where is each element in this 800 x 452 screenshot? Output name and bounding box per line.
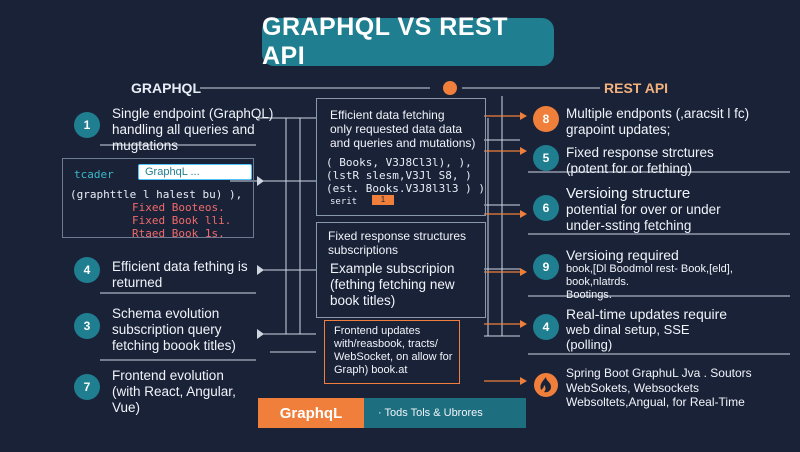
left-badge-1: 1 [74, 112, 100, 138]
spring-flame-icon [534, 373, 558, 397]
code-panel-line-3: Fixed Book lli. [132, 214, 232, 227]
right-item-1-line-1: Multiple endponts (,aracsit l fc) [566, 106, 750, 121]
right-item-4-line-4: Bootings. [566, 289, 612, 301]
right-item-6-line-1: Spring Boot GraphuL Jva . Soutors [566, 366, 752, 380]
center-low-line-2: with/reasbook, tracts/ [334, 338, 438, 350]
right-badge-5: 5 [533, 145, 559, 171]
center-mid-line-3: Example subscripion [330, 261, 455, 276]
graphql-pill: GraphqL [258, 398, 364, 428]
rest-header: REST API [604, 80, 669, 96]
right-badge-6: 6 [533, 195, 559, 221]
bottom-bar: GraphqL · Tods Tols & Ubrores [258, 398, 526, 428]
center-top-footer-tag: 1 [372, 195, 394, 205]
center-mid-line-5: book titles) [330, 293, 396, 308]
right-item-2-line-1: Fixed response strctures [566, 145, 714, 160]
left-badge-4: 4 [74, 257, 100, 283]
left-item-4-line-3: Vue) [112, 400, 141, 415]
left-item-4-line-1: Frontend evolution [112, 368, 224, 383]
left-item-3-line-3: fetching boook titles) [112, 338, 236, 353]
left-badge-3: 3 [74, 313, 100, 339]
center-top-line-2: only requested data data [330, 122, 463, 136]
center-low-line-3: WebSocket, on allow for [334, 351, 453, 363]
page-title: GRAPHQL VS REST API [262, 13, 554, 70]
center-mid-line-4: (fething fetching new [330, 277, 455, 292]
graphql-input[interactable]: GraphqL ... [138, 164, 252, 180]
center-mid-box [316, 222, 486, 318]
graphql-header: GRAPHQL [131, 80, 201, 96]
right-item-3-line-1: Versioing structure [566, 185, 691, 202]
center-mid-line-2: subscriptions [328, 243, 399, 257]
right-badge-4: 4 [533, 314, 559, 340]
left-item-3-line-2: subscription query [112, 322, 222, 337]
center-top-line-1: Efficient data fetching [330, 108, 445, 122]
right-item-1-line-2: grapoint updates; [566, 122, 671, 137]
code-panel-line-1: (graphttle l halest bu) ), [70, 188, 243, 201]
right-badge-9: 9 [533, 254, 559, 280]
right-item-2-line-2: (potent for or fething) [566, 161, 693, 176]
center-mid-line-1: Fixed response structures [328, 229, 467, 243]
center-top-footer: serit [330, 197, 358, 207]
right-item-3-line-3: under-ssting fetching [566, 218, 692, 233]
left-item-1-line-2: handling all queries and [112, 122, 255, 137]
left-item-2-line-2: returned [112, 275, 163, 290]
left-item-4-line-2: (with React, Angular, [112, 384, 236, 399]
left-item-3-line-1: Schema evolution [112, 306, 220, 321]
code-panel-line-4: Rtaed Book 1s. [132, 227, 225, 240]
left-item-2-line-1: Efficient data fething is [112, 259, 248, 274]
tools-label: · Tods Tols & Ubrores [378, 407, 483, 419]
center-low-box [324, 320, 460, 384]
right-item-6-line-3: Websoltets,Angual, for Real-Time [566, 395, 745, 409]
right-item-5-line-2: web dinal setup, SSE [566, 322, 690, 337]
left-item-1-line-3: mugtations [112, 138, 179, 153]
left-badge-7: 7 [74, 374, 100, 400]
right-item-6-line-2: WebSokets, Websockets [566, 380, 699, 395]
right-badge-8: 8 [533, 106, 559, 132]
center-top-code-2: (lstR slesm,V3Jl S8, ) [326, 169, 472, 182]
right-item-5-line-3: (polling) [566, 337, 613, 352]
right-item-3-line-2: potential for over or under [566, 202, 721, 217]
center-top-code-3: (est. Books.V3J8l3l3 ) ) [326, 182, 485, 195]
code-panel-label: tcader [74, 168, 114, 181]
rest-header-dot [443, 81, 457, 95]
center-top-code-1: ( Books, V3J8Cl3l), ), [326, 156, 472, 169]
right-item-4-line-2: book,[Dl Boodmol rest- Book,[eld], [566, 263, 733, 275]
center-top-box [316, 98, 486, 216]
center-low-line-4: Graph) book.at [334, 364, 408, 376]
right-item-4-line-3: book,nlatrds. [566, 276, 629, 288]
code-panel-line-2: Fixed Booteos. [132, 201, 225, 214]
right-item-5-line-1: Real-time updates require [566, 306, 728, 322]
center-low-line-1: Frontend updates [334, 325, 421, 337]
right-item-4-line-1: Versioing required [566, 247, 679, 263]
code-panel [62, 158, 254, 238]
left-item-1-line-1: Single endpoint (GraphQL) [112, 106, 274, 121]
center-top-line-3: and queries and mutations) [330, 136, 476, 150]
